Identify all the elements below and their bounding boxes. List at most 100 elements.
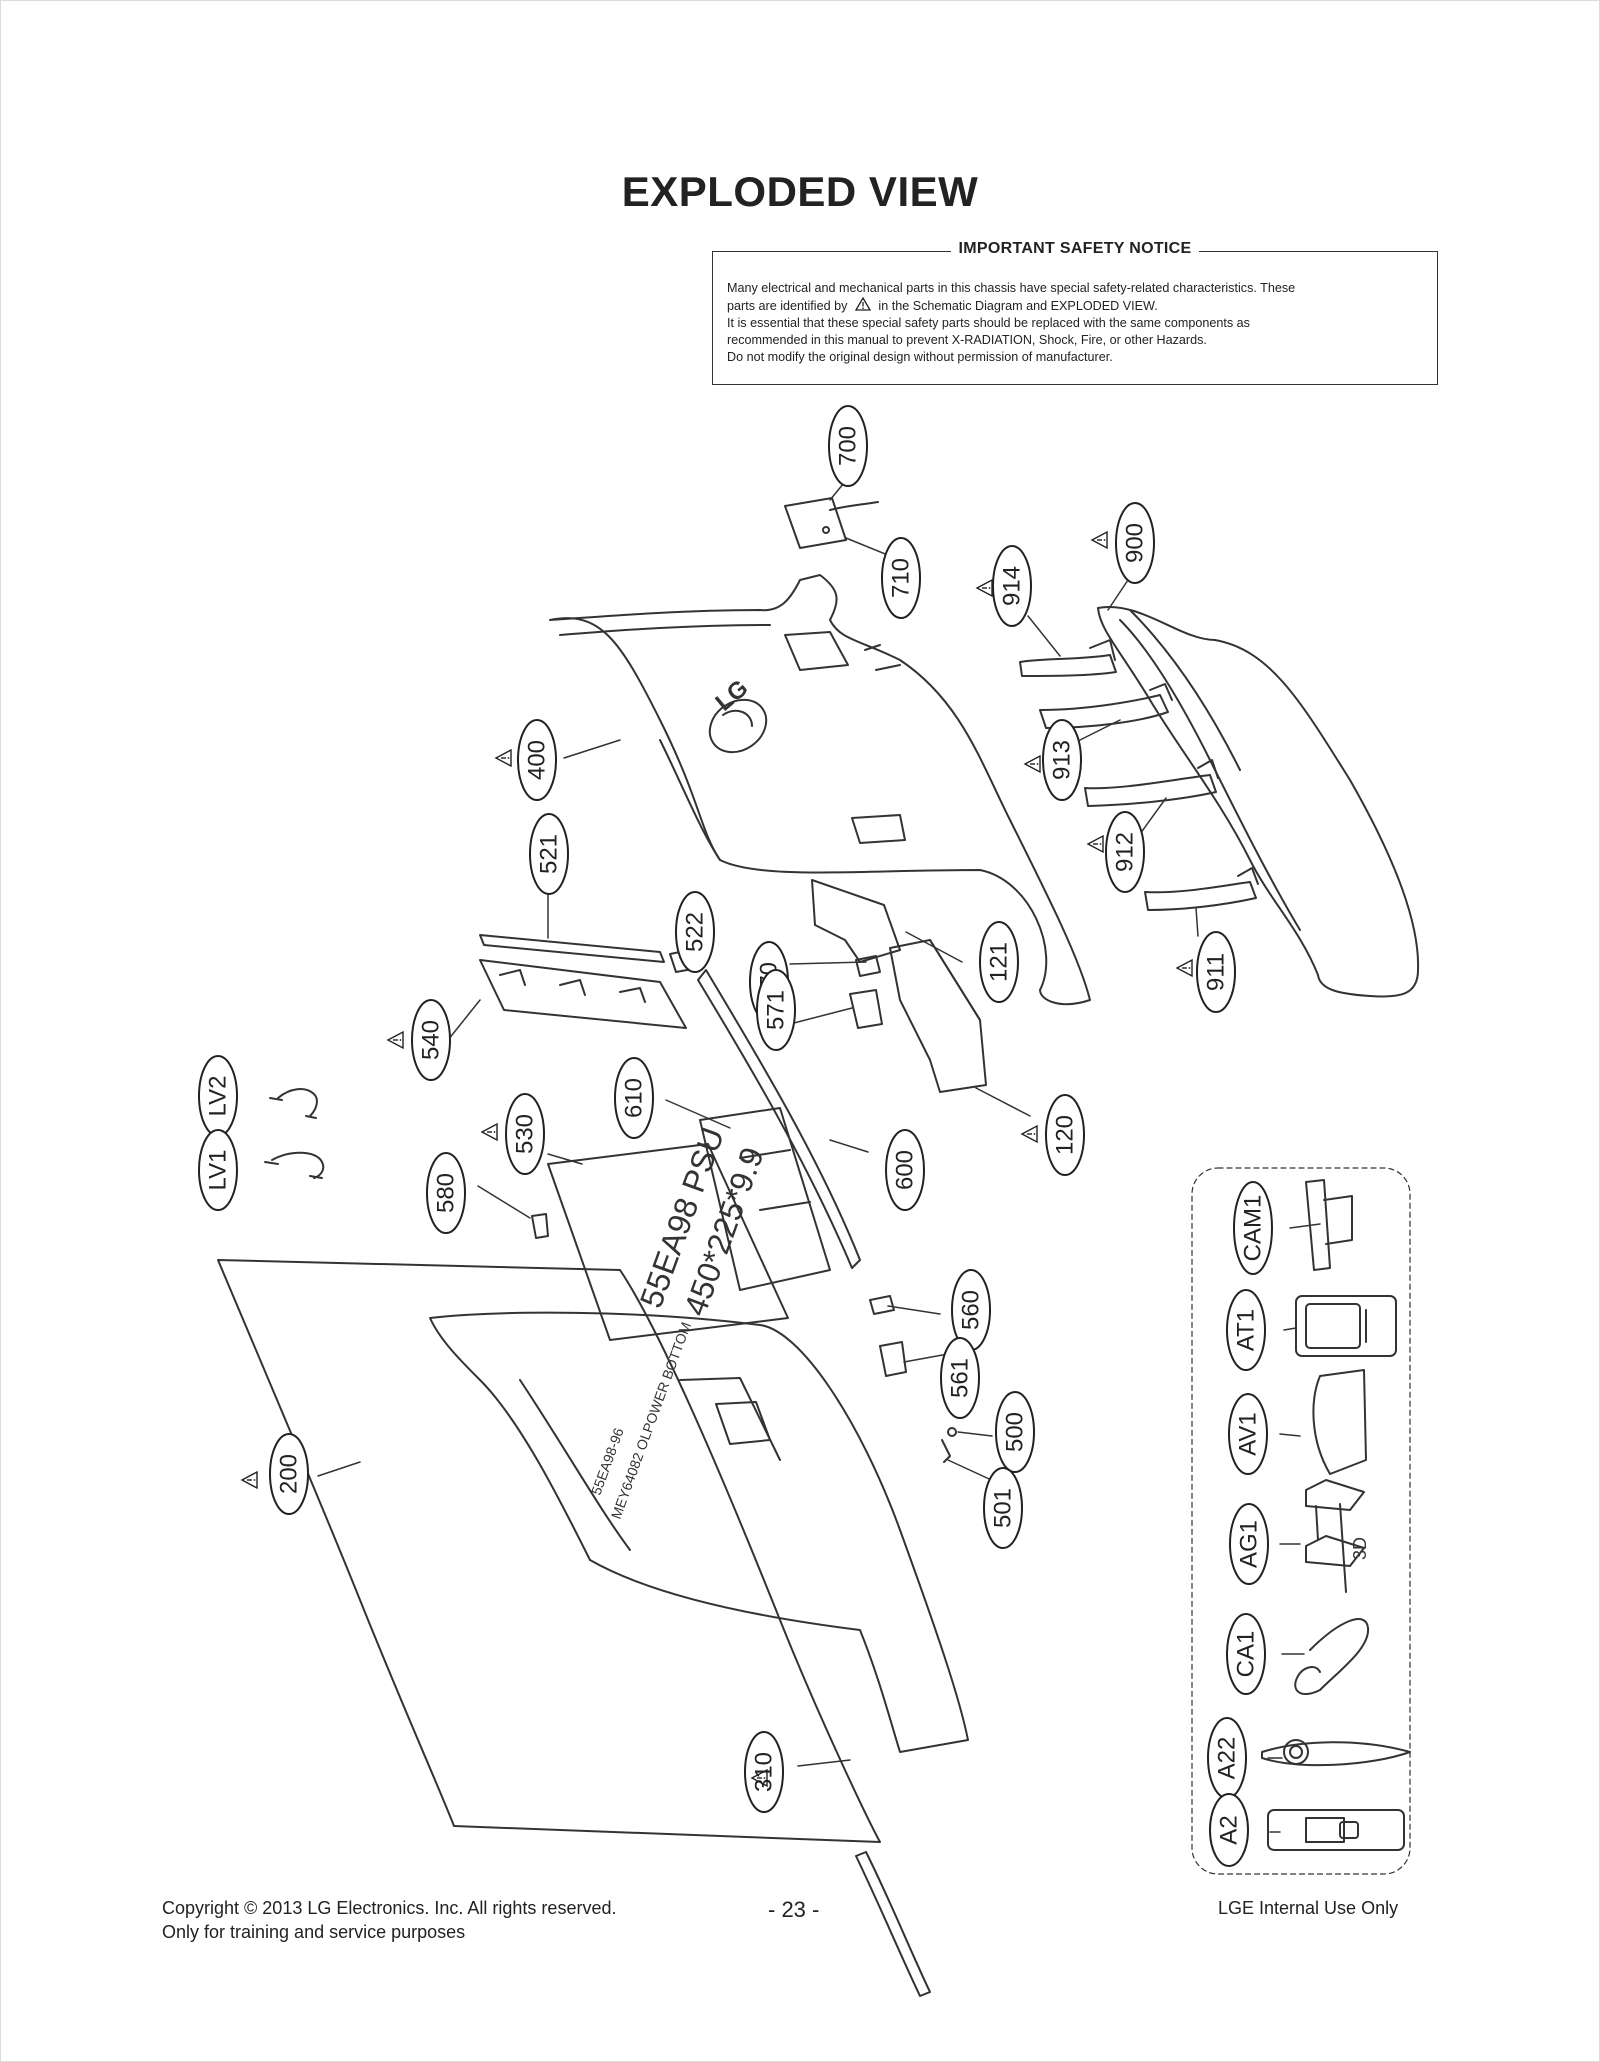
glasses-3d-label: 3D	[1350, 1537, 1370, 1560]
callout-121: 121	[979, 921, 1019, 1003]
footer-internal: LGE Internal Use Only	[1218, 1898, 1399, 1918]
callout-522: 522	[675, 891, 715, 973]
part-521-bracket	[479, 934, 665, 963]
callouts-group: 7007109009149139129114005215225701215715…	[198, 405, 1273, 1867]
warning-triangle-icon	[1020, 1124, 1038, 1144]
part-500	[947, 1427, 957, 1437]
warning-triangle-icon	[1090, 530, 1108, 550]
callout-label: LV2	[205, 1076, 232, 1117]
part-200-screen	[217, 1259, 881, 1843]
part-580	[531, 1213, 549, 1239]
footer-page-number: - 23 -	[768, 1897, 820, 1922]
callout-circle	[1115, 502, 1155, 584]
callout-circle	[756, 969, 796, 1051]
callout-circle	[426, 1152, 466, 1234]
part-571	[849, 989, 883, 1029]
callout-700: 700	[828, 405, 868, 487]
callout-200: 200	[240, 1433, 309, 1515]
callout-label: AV1	[1235, 1412, 1262, 1456]
callout-circle	[269, 1433, 309, 1515]
callout-label: AT1	[1233, 1309, 1260, 1351]
part-561	[879, 1341, 907, 1377]
callout-label: LV1	[205, 1150, 232, 1191]
callout-label: 900	[1122, 523, 1149, 563]
callout-label: 710	[888, 558, 915, 598]
callout-label: 521	[536, 834, 563, 874]
callout-label: 912	[1112, 832, 1139, 872]
part-501	[941, 1439, 951, 1463]
callout-label: 501	[990, 1488, 1017, 1528]
part-530-psu	[547, 1143, 789, 1341]
safety-notice-line: recommended in this manual to prevent X-…	[727, 333, 1207, 347]
part-914-bracket	[1019, 639, 1117, 677]
callout-label: 120	[1052, 1115, 1079, 1155]
footer-training: Only for training and service purposes	[162, 1922, 466, 1942]
accessory-a2-remote	[1267, 1809, 1405, 1851]
callout-circle	[529, 813, 569, 895]
callout-cam1: CAM1	[1233, 1181, 1273, 1275]
callout-label: 600	[892, 1150, 919, 1190]
callout-561: 561	[940, 1337, 980, 1419]
page-title: EXPLODED VIEW	[621, 168, 979, 215]
callout-a2: A2	[1209, 1793, 1249, 1867]
callout-ca1: CA1	[1226, 1613, 1266, 1695]
part-912-bracket	[1084, 759, 1219, 807]
safety-notice-line: Many electrical and mechanical parts in …	[727, 281, 1296, 295]
accessory-ag1-3d-glasses	[1305, 1479, 1365, 1593]
callout-540: 540	[386, 999, 451, 1081]
callout-circle	[675, 891, 715, 973]
callout-label: 914	[999, 566, 1026, 606]
part-540-main-board	[479, 959, 687, 1029]
callout-label: 530	[512, 1114, 539, 1154]
callout-label: 400	[524, 740, 551, 780]
safety-notice-text: parts are identified by	[727, 299, 848, 313]
callout-913: 913	[1023, 719, 1082, 801]
callout-310: 310	[744, 1731, 784, 1813]
callout-circle	[505, 1093, 545, 1175]
warning-triangle-icon	[386, 1030, 404, 1050]
callout-label: CA1	[1233, 1631, 1260, 1678]
callout-label: 610	[621, 1078, 648, 1118]
callout-label: 560	[958, 1290, 985, 1330]
leader-lines	[317, 477, 1321, 1833]
callout-530: 530	[480, 1093, 545, 1175]
callout-a22: A22	[1207, 1717, 1247, 1799]
callout-lv1: LV1	[198, 1129, 238, 1211]
callout-circle	[828, 405, 868, 487]
callout-label: 571	[763, 990, 790, 1030]
safety-notice-line: Do not modify the original design withou…	[727, 350, 1113, 364]
part-400-back-cover	[549, 574, 1091, 1006]
rear-frame-panel	[429, 1311, 969, 1753]
part-600-frame-bar	[697, 969, 861, 1269]
callout-501: 501	[983, 1467, 1023, 1549]
callout-610: 610	[614, 1057, 654, 1139]
lg-logo	[708, 698, 768, 754]
callout-circle	[1229, 1503, 1269, 1585]
part-lv1-cable	[264, 1151, 325, 1179]
part-610-bracket	[699, 1107, 831, 1291]
callout-circle	[1042, 719, 1082, 801]
footer-copyright: Copyright © 2013 LG Electronics. Inc. Al…	[162, 1898, 617, 1918]
accessory-cam1	[1305, 1179, 1353, 1271]
safety-notice-line: It is essential that these special safet…	[727, 316, 1250, 330]
part-710-board	[784, 497, 879, 549]
callout-580: 580	[426, 1152, 466, 1234]
callout-av1: AV1	[1228, 1393, 1268, 1475]
callout-label: 911	[1203, 953, 1230, 991]
callout-500: 500	[995, 1391, 1035, 1473]
accessory-ca1	[1294, 1618, 1370, 1695]
callout-label: 700	[835, 426, 862, 466]
accessory-at1	[1295, 1295, 1397, 1357]
accessory-a22-magic-remote	[1261, 1739, 1411, 1767]
callout-circle	[940, 1337, 980, 1419]
callout-circle	[1196, 931, 1236, 1013]
callout-600: 600	[885, 1129, 925, 1211]
warning-triangle-icon	[975, 578, 993, 598]
bottom-label-2: MEY64082 OLPOWER BOTTOM	[608, 1320, 694, 1521]
callout-circle	[1226, 1289, 1266, 1371]
callout-label: 913	[1049, 740, 1076, 780]
callout-lv2: LV2	[198, 1055, 238, 1137]
part-911-bracket	[1144, 867, 1259, 911]
callout-circle	[411, 999, 451, 1081]
callout-circle	[1228, 1393, 1268, 1475]
